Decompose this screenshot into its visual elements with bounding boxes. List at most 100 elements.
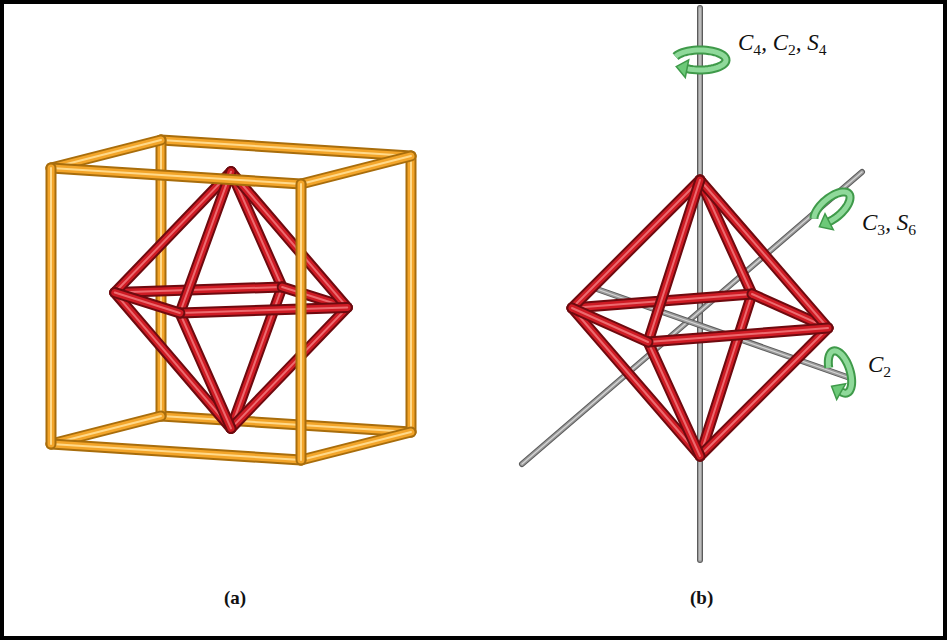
- octahedron-edge: [180, 307, 347, 313]
- cube-edge: [296, 184, 307, 460]
- symbol-text: , S: [885, 210, 908, 235]
- symbol-text: C: [868, 352, 883, 377]
- octahedron-edge: [572, 308, 700, 456]
- subscript: 2: [883, 363, 891, 380]
- cube-edge: [161, 416, 411, 432]
- octahedron-edge: [180, 172, 231, 313]
- subscript: 3: [877, 221, 885, 238]
- cube-edge: [160, 140, 162, 416]
- octahedron-edge: [180, 307, 347, 313]
- cube-edge: [51, 168, 301, 184]
- octahedron-edge: [572, 308, 648, 342]
- octahedron-edge: [231, 172, 347, 308]
- cube-edge: [408, 156, 415, 432]
- symmetry-label: C4, C2, S4: [738, 30, 827, 55]
- octahedron-edge: [648, 180, 700, 342]
- octahedron-edge: [700, 180, 828, 328]
- octahedron-edge: [231, 307, 347, 428]
- octahedron-edge: [180, 172, 231, 313]
- octahedron-edge: [648, 342, 700, 456]
- cube-edge: [50, 168, 52, 444]
- cube-edge: [156, 140, 167, 416]
- cube-edge: [301, 432, 411, 460]
- octahedron-edge: [700, 328, 828, 456]
- cube-edge: [301, 156, 411, 184]
- octahedron-edge: [180, 313, 231, 428]
- cube-edge: [51, 444, 301, 460]
- octahedron-edge: [572, 308, 648, 342]
- rotation-arrow-body: [814, 192, 850, 222]
- cube-edge: [300, 184, 302, 460]
- cube-edge: [161, 416, 411, 432]
- subscript: 2: [788, 41, 796, 58]
- subscript: 4: [753, 41, 761, 58]
- subscript: 6: [908, 221, 916, 238]
- octahedron-edge: [231, 172, 347, 308]
- octahedron-edge: [648, 342, 700, 456]
- octahedron-edge: [115, 287, 282, 293]
- cube-edge: [46, 168, 57, 444]
- cube-edge: [301, 156, 411, 184]
- cube-edge: [161, 140, 411, 156]
- octahedron-edge: [231, 172, 347, 308]
- octahedron-edge: [572, 308, 700, 456]
- octahedron-edge: [180, 172, 231, 313]
- octahedron-edge: [115, 287, 282, 293]
- cube-edge: [298, 184, 305, 460]
- octahedron-in-cube: [51, 140, 411, 460]
- cube-edge: [301, 432, 411, 460]
- octahedron-edge: [572, 308, 648, 342]
- c4-axis: [698, 8, 702, 560]
- cube-edge: [158, 140, 165, 416]
- cube-edge: [51, 444, 301, 460]
- c3-axis: [522, 172, 862, 464]
- c3-axis: [522, 172, 862, 464]
- octahedron-edge: [115, 293, 180, 313]
- octahedron-edge: [115, 287, 282, 293]
- panel-label: (a): [224, 588, 246, 609]
- octahedron-edge: [700, 180, 828, 328]
- octahedron-edge: [648, 328, 828, 342]
- octahedron-edge: [572, 308, 700, 456]
- octahedron-edge: [648, 180, 700, 342]
- octahedron-edge: [180, 313, 231, 428]
- octahedron-edge: [648, 342, 700, 456]
- rotation-arrow-head: [819, 214, 833, 230]
- octahedron-edge: [700, 180, 828, 328]
- c3-axis: [522, 172, 862, 464]
- panel-label: (b): [690, 588, 713, 609]
- cube-edge: [161, 140, 411, 156]
- rotation-arrow-head: [676, 60, 688, 78]
- symmetry-label: C3, S6: [862, 210, 916, 235]
- c4-axis: [697, 8, 703, 560]
- symbol-text: C: [738, 30, 753, 55]
- symbol-text: , C: [761, 30, 788, 55]
- cube-edge: [51, 168, 301, 184]
- octahedron-edge: [648, 328, 828, 342]
- symbol-text: C: [862, 210, 877, 235]
- rotation-arrow-head: [832, 384, 846, 400]
- cube-edge: [48, 168, 55, 444]
- cube-edge: [51, 444, 301, 460]
- cube-edge: [161, 140, 411, 156]
- octahedron-edge: [700, 328, 828, 456]
- symbol-text: , S: [796, 30, 819, 55]
- octahedron-edge: [700, 328, 828, 456]
- subscript: 4: [819, 41, 827, 58]
- octahedron-edge: [180, 307, 347, 313]
- cube-edge: [301, 156, 411, 184]
- octahedron-edge: [231, 307, 347, 428]
- cube-edge: [51, 168, 301, 184]
- cube-edge: [410, 156, 412, 432]
- octahedron-edge: [115, 293, 180, 313]
- cube-edge: [406, 156, 417, 432]
- cube-edge: [301, 432, 411, 460]
- c4-axis: [699, 8, 700, 560]
- symmetry-label: C2: [868, 352, 891, 377]
- octahedron-axes: [522, 8, 862, 560]
- octahedron-edge: [180, 313, 231, 428]
- cube-edge: [161, 416, 411, 432]
